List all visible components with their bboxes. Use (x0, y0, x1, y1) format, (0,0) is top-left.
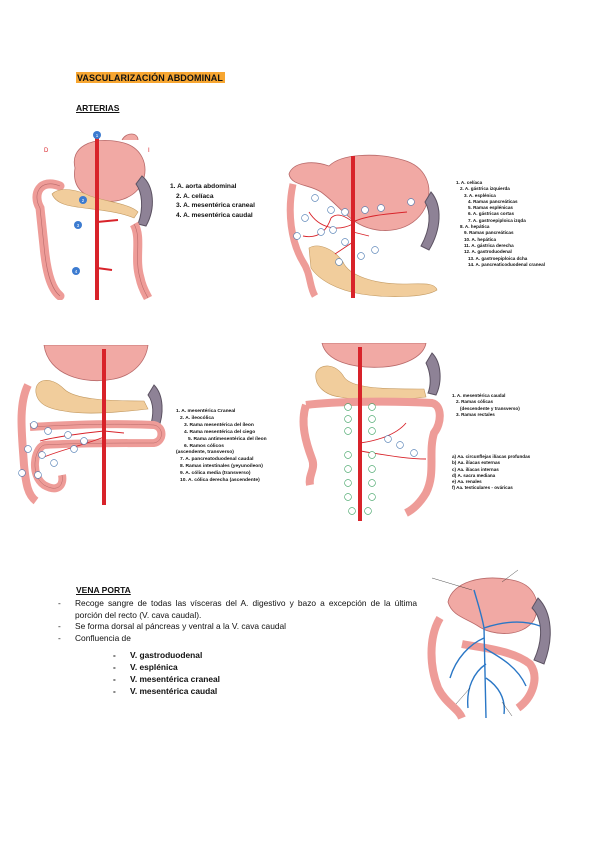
duodenum (432, 618, 463, 718)
stomach (44, 345, 148, 381)
stomach (322, 343, 426, 367)
stomach (74, 140, 145, 201)
duodenum (22, 385, 37, 501)
spleen (136, 176, 152, 226)
legend-item: 1. A. mesentérica Craneal (176, 409, 301, 416)
legend-item: 1. A. aorta abdominal (170, 182, 255, 192)
figure-caudal-mesenteric (296, 343, 446, 521)
porta-tributary-list: -V. gastroduodenal -V. esplénica -V. mes… (130, 649, 220, 697)
colon (134, 224, 148, 298)
legend-item: 3. A. mesentérica craneal (170, 201, 255, 211)
pancreas (316, 366, 426, 400)
list-item: - Se forma dorsal al páncreas y ventral … (62, 621, 417, 633)
bullet-text: Recoge sangre de todas las vísceras del … (72, 598, 417, 621)
legend-item: 4. Rama mesentérica del ciego (176, 430, 301, 437)
list-item: - Recoge sangre de todas las vísceras de… (62, 598, 417, 621)
legend-item: 2. A. ileocólica (176, 416, 301, 423)
figure-portal-vein (422, 568, 560, 732)
side-label-i: I (148, 148, 150, 154)
list-item: - Confluencia de (62, 633, 417, 645)
legend-item: 4. A. mesentérica caudal (170, 211, 255, 221)
legend-fig2: 1. A. celíaca 2. A. gástrica izquierda 3… (456, 180, 581, 268)
tributary-label: V. esplénica (130, 662, 178, 672)
list-item: -V. gastroduodenal (130, 649, 220, 661)
legend-item: 2. A. celíaca (170, 192, 255, 202)
legend-fig1: 1. A. aorta abdominal 2. A. celíaca 3. A… (170, 182, 255, 220)
porta-bullet-list: - Recoge sangre de todas las vísceras de… (62, 598, 417, 644)
section-title-vena-porta: VENA PORTA (76, 585, 131, 595)
section-title-arterias: ARTERIAS (76, 103, 119, 113)
legend-item: 10. A. cólica derecha (ascendente) (176, 478, 301, 485)
legend-item: 3. Ramas rectales (452, 412, 577, 418)
legend-item: 3. Rama mesentérica del íleon (176, 423, 301, 430)
legend-item: 5. Rama antimesentérica del íleon (176, 437, 301, 444)
list-item: -V. mesentérica craneal (130, 673, 220, 685)
tributary-label: V. mesentérica caudal (130, 686, 217, 696)
duodenum (290, 184, 315, 296)
legend-item: f) Aa. testiculares - ováricas (452, 485, 582, 491)
pancreas (309, 246, 437, 297)
bullet-text: Confluencia de (72, 633, 417, 645)
legend-fig4-arteries: 1. A. mesentérica caudal 2. Ramas cólica… (452, 393, 577, 418)
duodenum (37, 184, 60, 296)
tributary-label: V. gastroduodenal (130, 650, 202, 660)
figure-celiac-artery (285, 152, 450, 298)
spleen (426, 353, 440, 395)
bullet-text: Se forma dorsal al páncreas y ventral a … (72, 621, 417, 633)
tributary-label: V. mesentérica craneal (130, 674, 220, 684)
list-item: -V. esplénica (130, 661, 220, 673)
side-label-d: D (44, 148, 49, 154)
legend-fig3: 1. A. mesentérica Craneal 2. A. ileocóli… (176, 409, 301, 485)
figure-aorta-branches: D I 1 2 3 4 (30, 128, 165, 300)
spleen (532, 598, 550, 664)
colon (462, 644, 534, 708)
legend-fig4-lettered: a) Aa. circunflejas ilíacas profundas b)… (452, 454, 582, 492)
figure-cranial-mesenteric (14, 345, 174, 505)
page-title: VASCULARIZACIÓN ABDOMINAL (76, 72, 225, 83)
legend-item: 14. A. pancreaticoduodenal craneal (456, 262, 568, 268)
pancreas (36, 380, 148, 413)
list-item: -V. mesentérica caudal (130, 685, 220, 697)
